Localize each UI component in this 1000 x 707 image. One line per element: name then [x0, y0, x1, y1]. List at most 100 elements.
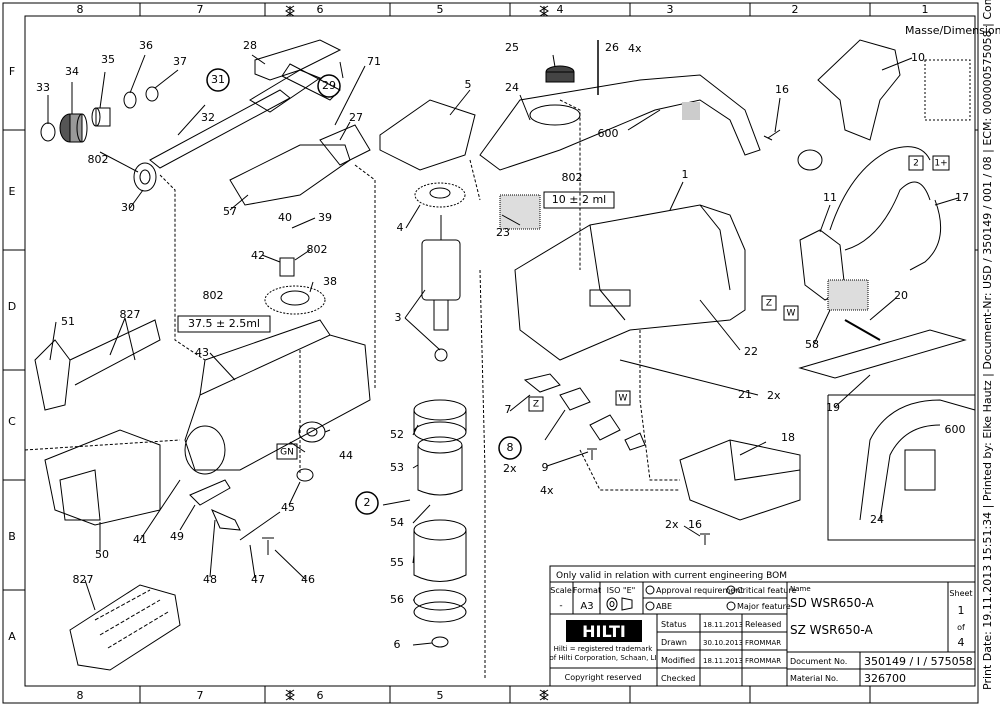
- part-number: 19: [826, 401, 840, 414]
- boxed-marker: [783, 305, 799, 321]
- part-number-boxed: Z: [766, 299, 772, 309]
- part-number: 45: [281, 501, 295, 514]
- part-number: 23: [496, 226, 510, 239]
- col-label-bottom: 6: [317, 689, 324, 702]
- bearing-44: [298, 421, 326, 443]
- parts-art: [24, 39, 976, 680]
- col-label-bottom: 5: [437, 689, 444, 702]
- spring-frame-57: [229, 144, 351, 206]
- part-number: 16: [775, 83, 789, 96]
- validity-note: Only valid in relation with current engi…: [556, 571, 787, 581]
- leader-lines: [47, 54, 959, 646]
- part-number-circled: 2: [364, 496, 371, 509]
- quantity: 2x: [665, 518, 679, 531]
- ring-56: [413, 589, 467, 623]
- part-labels: 33 34 35 36 37 31 802 32 30 28 29 71 27 …: [36, 39, 969, 651]
- part-number: 37: [173, 55, 187, 68]
- checked-row-label: Checked: [661, 674, 695, 683]
- screw-16-bottom: [700, 533, 710, 545]
- quantity: 2x: [767, 389, 781, 402]
- boxed-marker: [276, 443, 298, 460]
- housing-ring-52: [413, 399, 467, 443]
- quantity: 4x: [540, 484, 554, 497]
- print-info-side-text: Print Date: 19.11.2013 15:51:34 | Printe…: [981, 0, 994, 690]
- boxed-marker: [615, 390, 631, 406]
- outer-frame: [2, 2, 979, 704]
- row-label: D: [8, 300, 16, 313]
- part-number: 7: [505, 403, 512, 416]
- part-number-boxed: W: [787, 309, 796, 319]
- material-number-value: 326700: [864, 672, 906, 685]
- part-number: 600: [598, 127, 619, 140]
- abe-label: ABE: [656, 602, 672, 611]
- part-number: 44: [339, 449, 353, 462]
- col-label-top: 7: [197, 3, 204, 16]
- part-number: 1: [682, 168, 689, 181]
- gearbox-housing-43: [184, 319, 371, 475]
- part-number-boxed: Z: [533, 400, 539, 410]
- label-600: [682, 102, 700, 120]
- col-label-top: 2: [792, 3, 799, 16]
- col-label-top: 8: [77, 3, 84, 16]
- dimensions-note: Masse/Dimensions in mm: [905, 24, 1000, 37]
- part-number: 43: [195, 346, 209, 359]
- quantity: 4x: [628, 42, 642, 55]
- part-number: 53: [390, 461, 404, 474]
- column-ticks: [139, 3, 871, 703]
- part-number-boxed: 1+: [934, 159, 947, 169]
- part-number: 827: [120, 308, 141, 321]
- drawing-name-sz: SZ WSR650-A: [790, 623, 873, 637]
- part-number: 600: [945, 423, 966, 436]
- part-number: 58: [805, 338, 819, 351]
- part-number: 802: [307, 243, 328, 256]
- part-number: 26: [605, 41, 619, 54]
- quantity: 2x: [503, 462, 517, 475]
- part-number: 18: [781, 431, 795, 444]
- part-number: 28: [243, 39, 257, 52]
- wire-17: [909, 199, 942, 271]
- part-number: 54: [390, 516, 404, 529]
- material-number-label: Material No.: [790, 674, 838, 683]
- grease-quantity-label: 10 ± 2 ml: [552, 193, 606, 206]
- part-number: 24: [505, 81, 519, 94]
- part-number: 38: [323, 275, 337, 288]
- part-number: 39: [318, 211, 332, 224]
- drawn-row-date: 30.10.2013: [703, 639, 743, 647]
- part-number: 55: [390, 556, 404, 569]
- part-number: 32: [201, 111, 215, 124]
- knob-25: [545, 65, 575, 83]
- row-ticks: [3, 129, 978, 591]
- sponge-58: [827, 279, 869, 311]
- switch-contacts: [523, 373, 646, 451]
- part-number: 802: [88, 153, 109, 166]
- part-number-boxed: 2: [913, 159, 919, 169]
- center-mark-top-right: [539, 5, 549, 17]
- motor-10: [817, 39, 901, 141]
- scale-value: -: [559, 601, 562, 611]
- washer-6: [431, 636, 449, 648]
- screw-9: [587, 448, 597, 460]
- boxed-marker: [932, 155, 950, 171]
- format-value: A3: [580, 601, 593, 612]
- col-label-bottom: 7: [197, 689, 204, 702]
- part-number: 6: [394, 638, 401, 651]
- bracket-27: [319, 124, 371, 166]
- sleeve-35: [91, 107, 111, 127]
- part-number: 27: [349, 111, 363, 124]
- part-number-boxed: W: [619, 394, 628, 404]
- row-label: B: [8, 530, 16, 543]
- row-label: A: [8, 630, 16, 643]
- rail-19: [798, 329, 967, 379]
- center-mark-bottom-right: [539, 689, 549, 701]
- cover-5: [379, 99, 476, 171]
- part-number: 21: [738, 388, 752, 401]
- part-number: 34: [65, 65, 79, 78]
- cover-18: [679, 439, 801, 521]
- sponge-23: [499, 194, 541, 230]
- circled-marker: [498, 436, 522, 460]
- center-mark-bottom-left: [285, 689, 295, 701]
- bearing-30: [133, 162, 157, 192]
- row-label: C: [8, 415, 16, 428]
